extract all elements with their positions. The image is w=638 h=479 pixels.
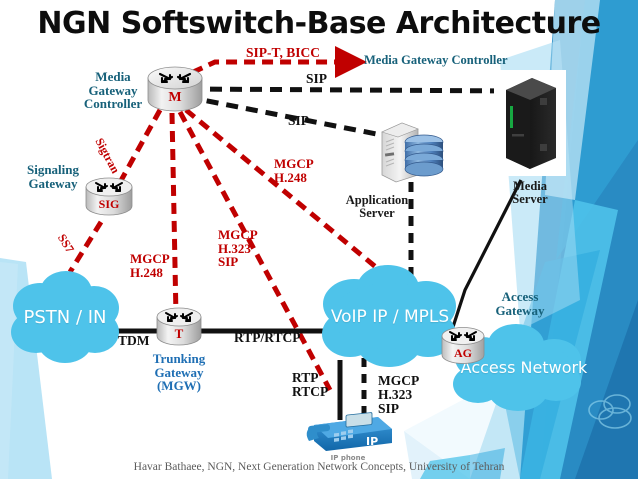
link-sigtran (115, 108, 163, 188)
label-access-gateway: Access Gateway (495, 289, 545, 318)
label-tdm: TDM (118, 333, 150, 348)
router-tgw-tag: T (174, 326, 184, 342)
router-signaling-gateway[interactable]: SIG (84, 176, 134, 218)
label-media-gateway-controller: Media Gateway Controller (83, 69, 143, 112)
footer-credit: Havar Bathaee, NGN, Next Generation Netw… (133, 461, 505, 473)
router-access-gateway[interactable]: AG (440, 326, 486, 366)
label-media-server: Media Server (512, 179, 548, 207)
router-sig-tag: SIG (98, 197, 120, 212)
page-title: NGN Softswitch-Base Architecture (37, 6, 601, 41)
link-mgcp-h248-tgw (169, 112, 179, 317)
media-server-icon (494, 70, 566, 176)
label-sipt-bicc: SIP-T, BICC (246, 45, 321, 60)
router-media-gateway-controller[interactable]: M (146, 66, 204, 114)
label-mgcp-h248-right: MGCP H.248 (274, 156, 314, 185)
label-signaling-gateway: Signaling Gateway (26, 162, 80, 191)
label-trunking-gateway: Trunking Gateway (MGW) (152, 351, 206, 394)
router-agw-tag: AG (454, 346, 472, 361)
cloud-pstn: PSTN / IN (6, 266, 124, 370)
label-mgc-peer: Media Gateway Controller (364, 53, 508, 67)
router-mgc-tag: M (168, 89, 182, 105)
label-mgcp-h248-left: MGCP H.248 (130, 251, 170, 280)
router-trunking-gateway[interactable]: T (155, 306, 203, 348)
application-server[interactable] (374, 118, 446, 184)
application-server-icon (381, 122, 444, 183)
cloud-pstn-label: PSTN / IN (23, 307, 107, 329)
label-rtp-rtcp-slash: RTP/RTCP (234, 330, 301, 345)
svg-text:IP: IP (366, 435, 378, 448)
link-sip-media-server (189, 86, 521, 94)
label-mgcp-h323-sip: MGCP H.323 SIP (218, 227, 258, 270)
label-sip-media-server: SIP (306, 71, 328, 86)
label-application-server: Application Server (345, 193, 409, 221)
label-rtp-rtcp-stack: RTP RTCP (292, 370, 329, 400)
label-sip-app-server: SIP (288, 113, 310, 128)
label-mgcp-h323-sip-phone: MGCP H.323 SIP (378, 373, 420, 417)
media-server[interactable] (494, 70, 566, 180)
